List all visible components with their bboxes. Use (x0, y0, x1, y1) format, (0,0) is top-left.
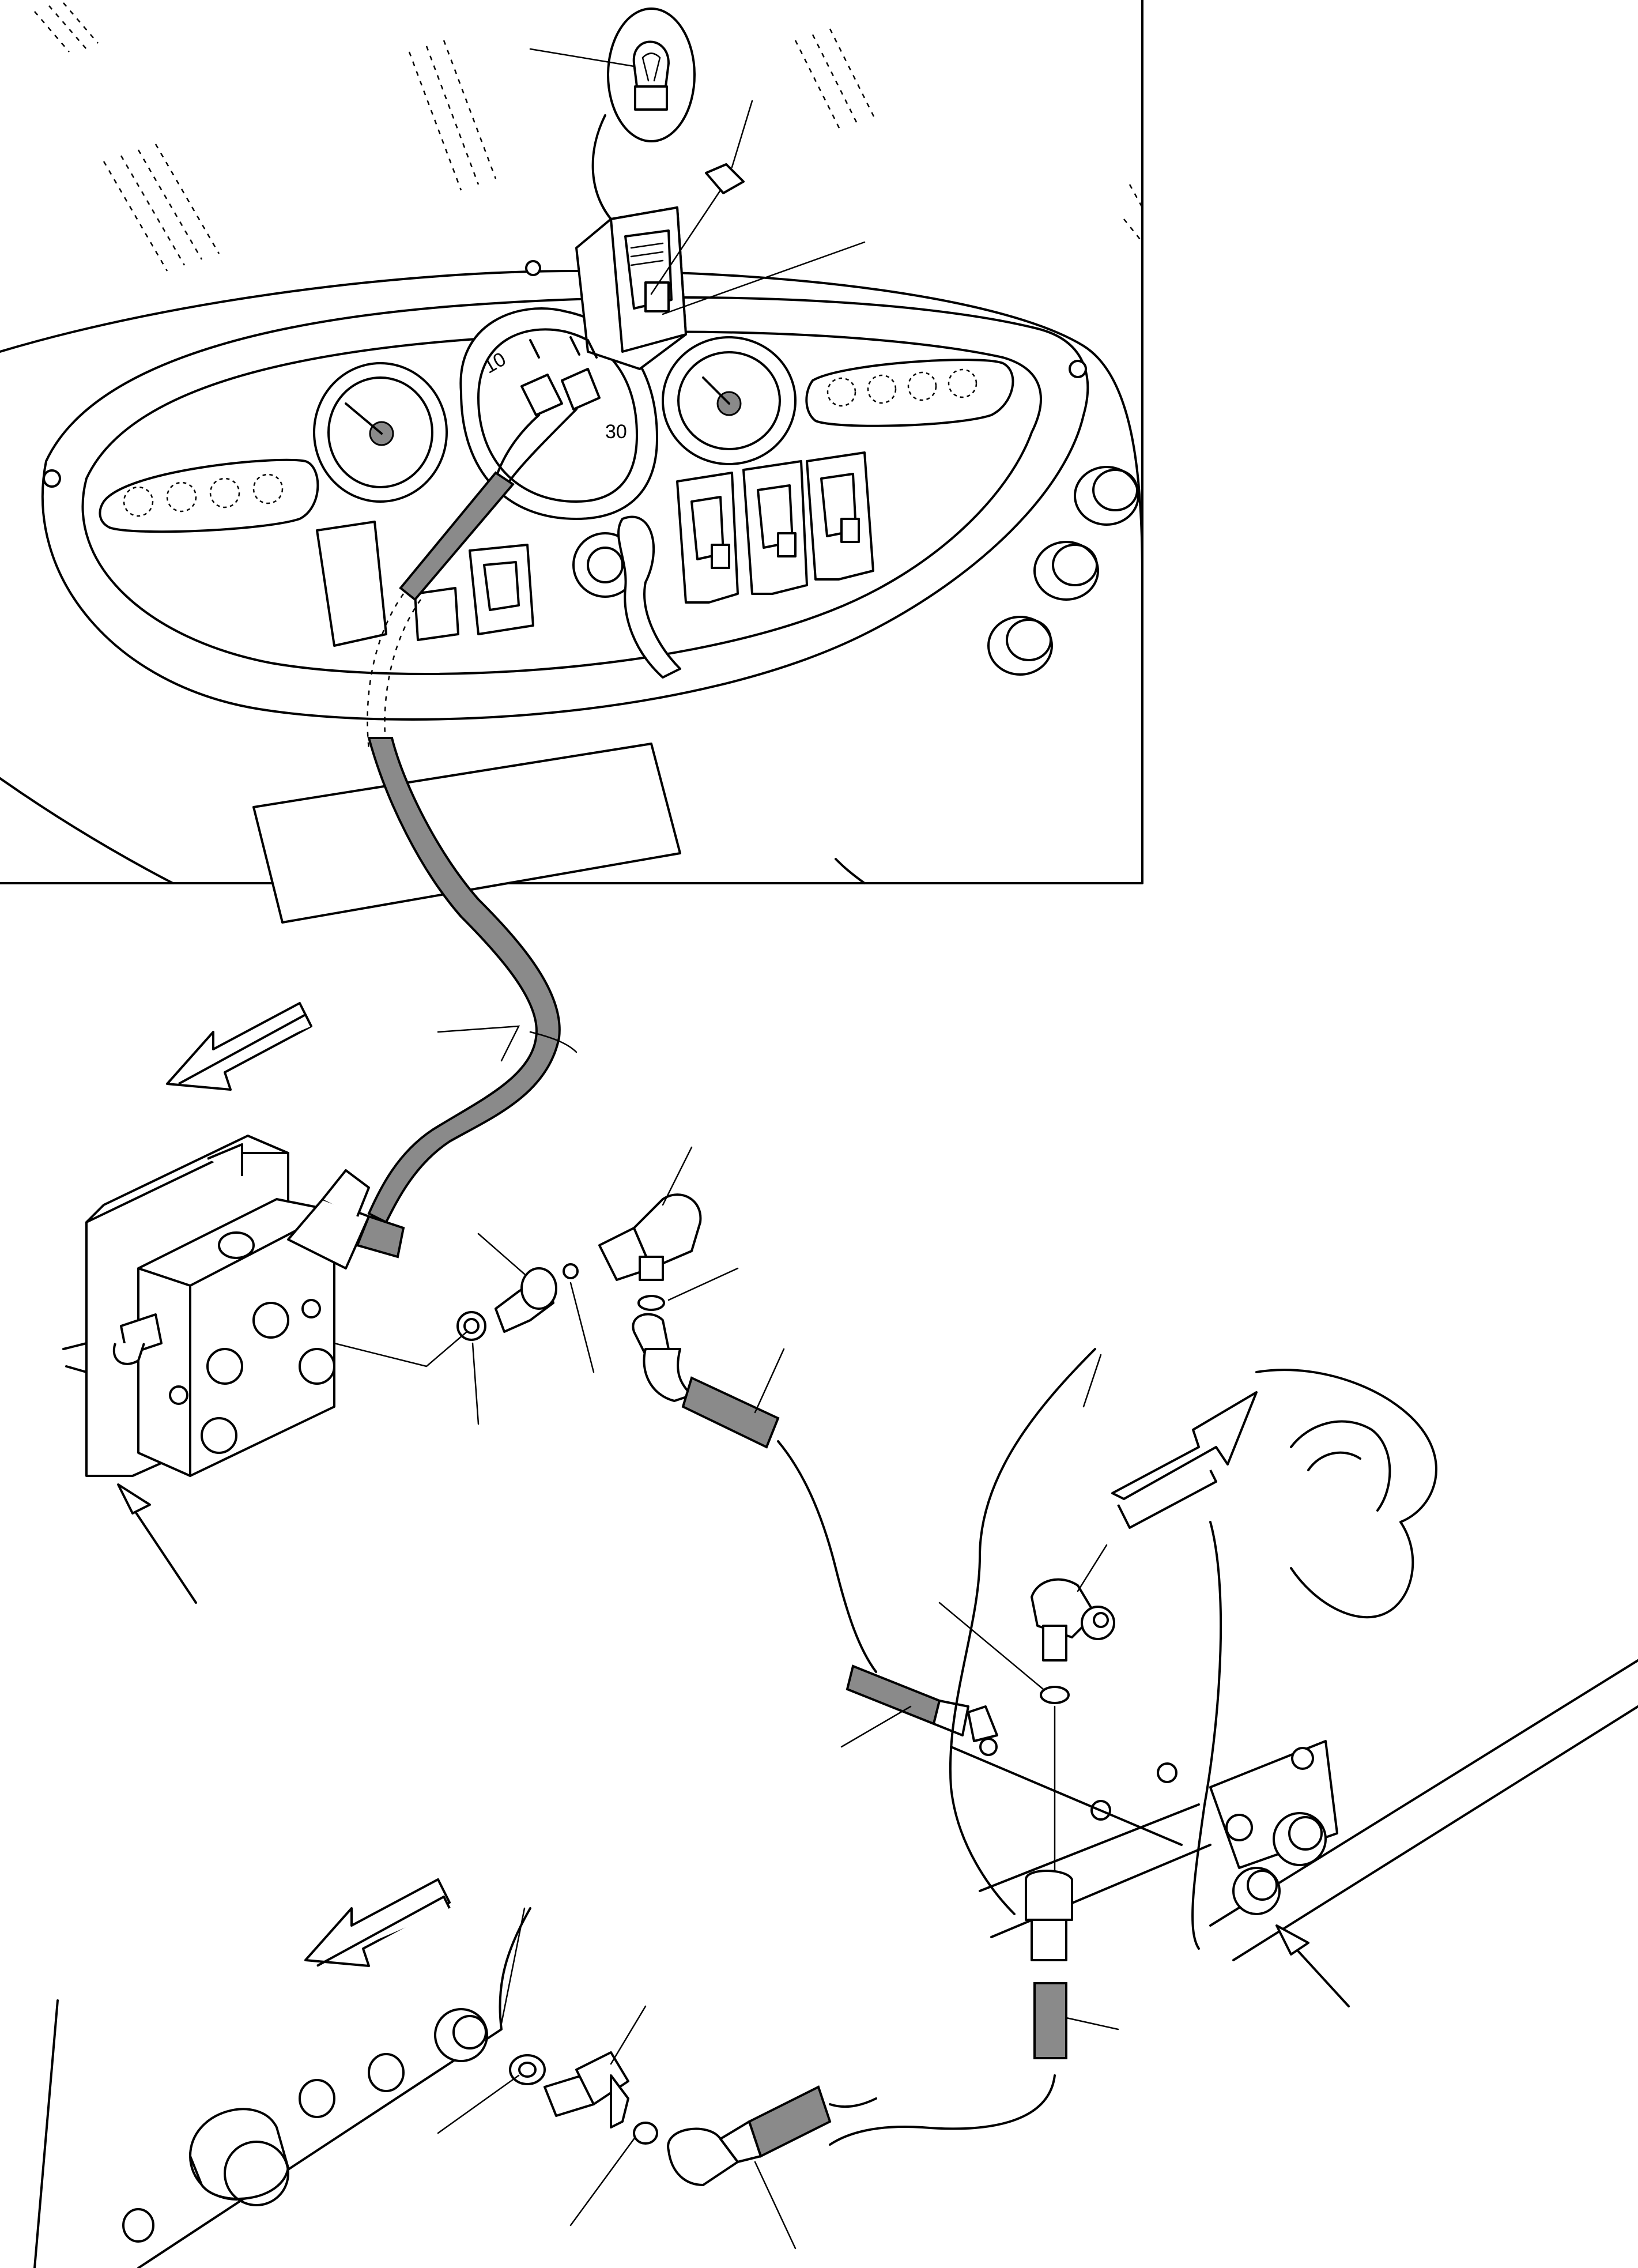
callout-leaders-lower (333, 1146, 1119, 2250)
gauge-left (313, 362, 448, 503)
rocker-switch-icon (575, 206, 687, 370)
hose-icon (643, 1348, 998, 1756)
connector-icon (495, 336, 601, 485)
clip-part (705, 163, 745, 194)
hydraulic-valve-icon (62, 1135, 405, 1477)
elbow-fitting-icon (456, 1193, 702, 1356)
control-knobs (987, 466, 1139, 676)
gauge-right (662, 336, 797, 465)
gauge-label-30: 30 (605, 421, 627, 443)
dashboard-lower (0, 777, 866, 884)
valve-arrowhead (117, 1483, 151, 1514)
bulb-detail (591, 7, 696, 220)
windshield-hatching (34, 2, 1143, 272)
frame-arrowhead (1275, 1924, 1309, 1956)
direction-arrow-right (1111, 1391, 1258, 1529)
dashboard-hood (0, 270, 1143, 578)
indicator-lamps-left (99, 458, 319, 533)
under-dash-box (252, 743, 681, 924)
vertical-fitting-stack (829, 1578, 1115, 2146)
direction-arrow-bottom (304, 1878, 451, 1967)
bottom-fittings (509, 2051, 877, 2186)
ignition-switch (572, 515, 681, 679)
valve-arrow (126, 1498, 197, 1604)
panel-rocker-switches (676, 451, 874, 604)
panel-left-block (316, 521, 534, 647)
callout-leaders-top (529, 48, 866, 315)
switch-harness (367, 471, 515, 750)
direction-arrow-icon (166, 1002, 312, 1091)
loader-frame (949, 1348, 1638, 1961)
rear-housing (33, 1907, 531, 2268)
dashboard-inset: 10 30 (0, 0, 1143, 924)
instrument-cluster-inner (81, 330, 1042, 676)
cluster-bolts (43, 260, 1087, 488)
indicator-lamps-right (805, 359, 1014, 427)
bulb-icon (632, 40, 670, 111)
gauge-center: 10 30 (459, 307, 658, 520)
